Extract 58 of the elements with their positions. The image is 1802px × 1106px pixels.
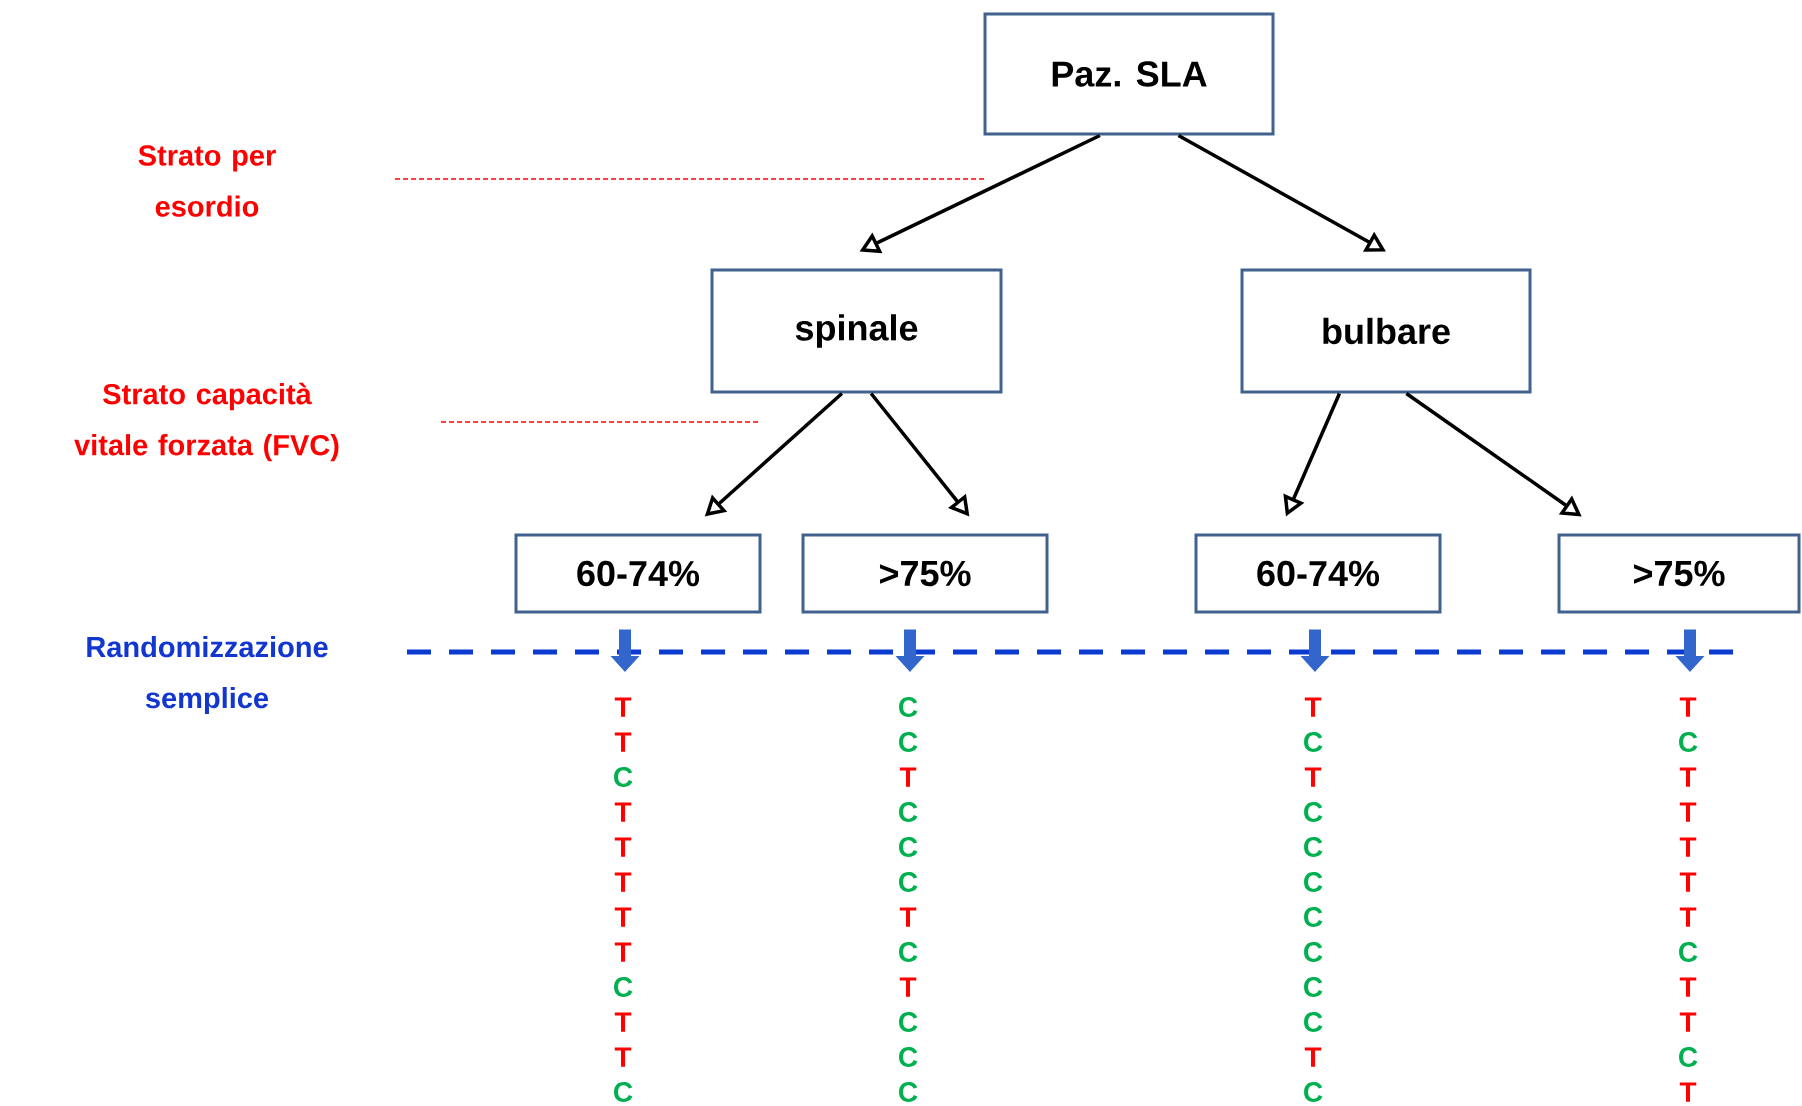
process-box: bulbare [1240,268,1532,394]
group-letter: T [899,907,917,927]
group-letter: T [1679,977,1697,997]
group-letter: T [614,907,632,927]
group-letter: C [1304,1082,1323,1102]
group-letter: C [899,732,918,752]
group-letter: C [899,837,918,857]
group-letter: T [614,802,632,822]
group-letter: C [899,1047,918,1067]
group-letter: T [614,1012,632,1032]
process-box: >75% [801,533,1049,614]
group-letter: T [614,1047,632,1067]
group-letter: C [1304,1012,1323,1032]
process-box: Paz. SLA [983,12,1275,136]
group-letter: C [1679,942,1698,962]
group-letter: C [1304,907,1323,927]
group-letter: C [1304,802,1323,822]
group-letter: T [614,697,632,717]
group-letter: C [899,872,918,892]
stratum-label: Strato capacità vitale forzata (FVC) [74,382,339,462]
group-letter: C [1304,942,1323,962]
stratum-label: Strato per esordio [138,145,276,217]
group-letter: T [899,767,917,787]
group-letter: C [614,977,633,997]
group-letter: T [1304,697,1322,717]
stratum-label: Randomizzazione semplice [87,636,328,715]
group-letter: T [1679,837,1697,857]
group-letter: T [1679,767,1697,787]
process-box: >75% [1557,533,1801,614]
group-letter: C [899,1082,918,1102]
group-letter: T [614,872,632,892]
process-box: spinale [710,268,1003,394]
group-letter: T [1679,907,1697,927]
group-letter: C [1304,837,1323,857]
group-letter: C [1679,1047,1698,1067]
group-letter: C [899,802,918,822]
process-box: 60-74% [1194,533,1442,614]
group-letter: T [1679,872,1697,892]
group-letter: T [1679,802,1697,822]
group-letter: C [899,942,918,962]
group-letter: C [899,1012,918,1032]
group-letter: C [1304,872,1323,892]
group-letter: C [614,767,633,787]
group-letter: T [1679,697,1697,717]
group-letter: T [899,977,917,997]
group-letter: T [614,942,632,962]
process-box: 60-74% [514,533,762,614]
group-letter: T [1304,1047,1322,1067]
group-letter: T [614,837,632,857]
group-letter: T [1304,767,1322,787]
group-letter: T [1679,1012,1697,1032]
group-letter: T [1679,1082,1697,1102]
group-letter: T [614,732,632,752]
group-letter: C [1304,732,1323,752]
group-letter: C [1679,732,1698,752]
group-letter: C [614,1082,633,1102]
group-letter: C [899,697,918,717]
group-letter: C [1304,977,1323,997]
